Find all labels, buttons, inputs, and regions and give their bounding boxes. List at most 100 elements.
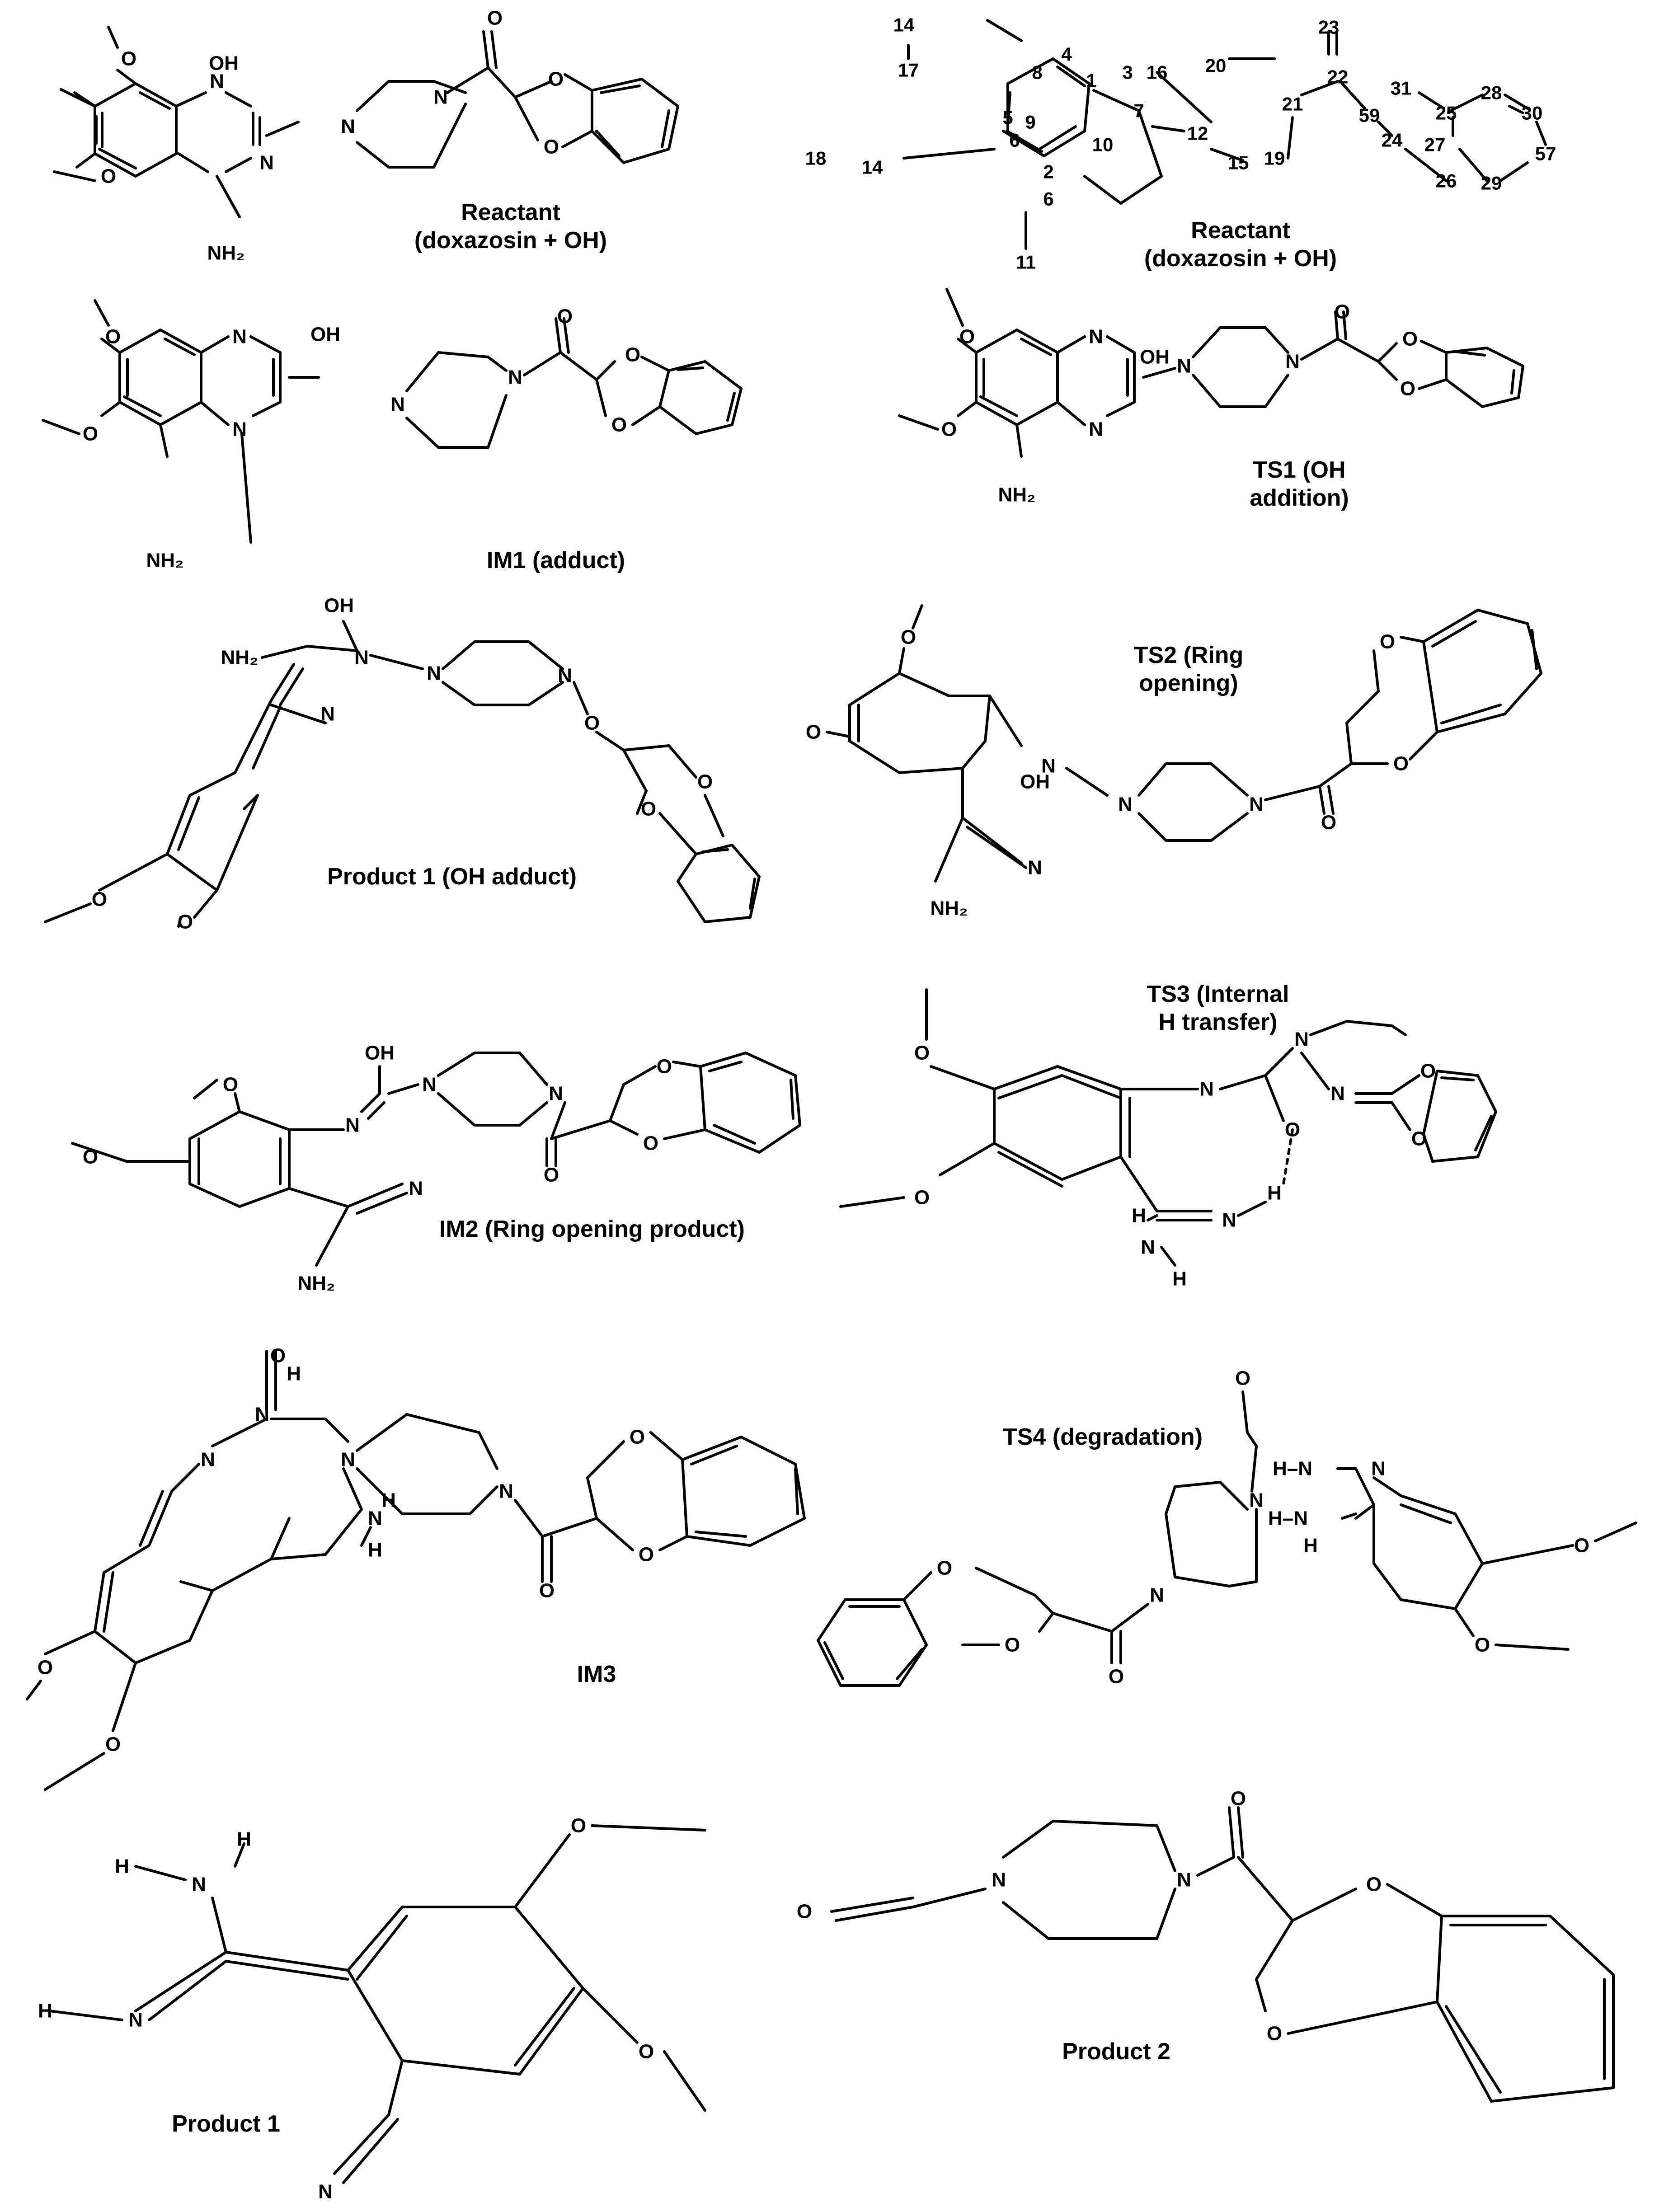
atom-label-o: O: [1321, 812, 1336, 834]
bond: [1300, 80, 1339, 96]
atom-label-o: O: [544, 136, 559, 158]
bond: [216, 794, 259, 892]
bond: [1192, 326, 1222, 358]
bond: [249, 335, 282, 354]
atom-label-o: O: [1267, 2023, 1282, 2045]
atom-label-h: H: [115, 1855, 129, 1878]
caption-p4-line1: addition): [1250, 485, 1349, 511]
bond: [139, 1490, 164, 1547]
atom-label-o: O: [83, 1146, 98, 1168]
atom-label-o: O: [1475, 1634, 1490, 1656]
atom-label-o: O: [571, 1815, 586, 1837]
bond: [1504, 94, 1529, 110]
bond: [550, 1119, 611, 1140]
bond: [225, 157, 252, 173]
bond: [704, 916, 752, 923]
bond: [342, 620, 358, 652]
atom-number: 16: [1147, 62, 1168, 83]
atom-label-n: N: [390, 394, 405, 416]
bond: [1485, 347, 1524, 367]
bond: [1454, 1562, 1484, 1610]
bond: [324, 1418, 349, 1443]
bond: [387, 1083, 419, 1095]
caption-p1-line0: Reactant: [461, 199, 560, 225]
atom-label-o: O: [121, 48, 136, 70]
bond: [573, 681, 589, 715]
atom-label-o: O: [105, 1733, 121, 1756]
atom-label-h: H: [381, 1489, 396, 1512]
atom-label-o: O: [630, 1426, 645, 1448]
bond: [356, 1915, 408, 1981]
bond: [1508, 105, 1524, 114]
bond: [1495, 1644, 1570, 1651]
bond: [1015, 401, 1059, 426]
bond: [1255, 1978, 1267, 2012]
bond: [1327, 785, 1335, 815]
bond: [701, 848, 729, 853]
atom-label-nh2: NH₂: [297, 1273, 335, 1295]
bond: [1228, 1580, 1258, 1587]
bond: [518, 1987, 584, 2076]
bond: [342, 1467, 363, 1511]
atom-label-o: O: [1393, 753, 1409, 775]
bond: [1377, 360, 1398, 381]
bond: [677, 853, 697, 883]
atom-number: 8: [1032, 62, 1042, 83]
bond: [898, 767, 964, 774]
bond: [166, 794, 191, 855]
atom-label-h: H: [368, 1539, 382, 1561]
bond: [360, 1526, 372, 1547]
atom-label-hn: H–N: [1268, 1508, 1308, 1530]
bond: [360, 1092, 381, 1113]
atom-label-o: O: [1285, 1119, 1300, 1141]
bond: [193, 889, 218, 919]
bond: [1318, 785, 1325, 815]
bond: [1083, 175, 1122, 205]
atom-label-o: O: [1109, 1666, 1124, 1688]
bond: [957, 401, 978, 417]
atom-label-n: N: [1089, 326, 1103, 348]
bond: [356, 1192, 408, 1215]
atom-label-o: O: [557, 305, 573, 328]
bond: [356, 141, 390, 169]
bond: [993, 1142, 1063, 1181]
atom-label-nh2: NH₂: [207, 242, 244, 264]
bond: [1147, 1214, 1158, 1221]
bond: [139, 91, 171, 110]
bond: [912, 604, 923, 629]
bond: [159, 423, 169, 458]
bond: [159, 401, 202, 426]
atom-label-n: N: [1150, 1584, 1164, 1606]
bond: [442, 640, 476, 670]
caption-p9-line0: IM3: [577, 1661, 616, 1687]
bond: [514, 96, 539, 141]
bond: [902, 148, 996, 160]
bond: [541, 1517, 598, 1538]
bond: [1300, 1052, 1330, 1090]
bond: [848, 672, 901, 706]
atom-label-o: O: [1402, 328, 1418, 350]
bond: [658, 812, 697, 855]
structure-captions: Reactant(doxazosin + OH)Reactant(doxazos…: [172, 199, 1349, 2137]
atom-number: 3: [1122, 62, 1133, 83]
bond: [830, 1897, 914, 1913]
atom-number: 4: [1061, 44, 1072, 65]
bond: [898, 414, 939, 431]
bond: [1440, 1076, 1475, 1081]
bond: [487, 66, 517, 99]
bond: [1056, 1065, 1122, 1090]
bond: [1345, 690, 1380, 724]
bond: [1119, 1155, 1158, 1212]
bond: [677, 880, 706, 923]
caption-p7-line0: IM2 (Ring opening product): [439, 1216, 745, 1242]
bond: [975, 329, 1018, 354]
atom-number: 26: [1436, 170, 1457, 192]
bond: [1510, 369, 1515, 394]
atom-number: 23: [1318, 17, 1340, 38]
bond: [622, 1065, 657, 1086]
bond: [1481, 396, 1520, 408]
caption-p12-line0: Product 2: [1062, 2038, 1170, 2065]
bond: [1300, 338, 1339, 361]
atom-label-o: O: [611, 414, 627, 436]
bond: [1061, 1074, 1122, 1099]
